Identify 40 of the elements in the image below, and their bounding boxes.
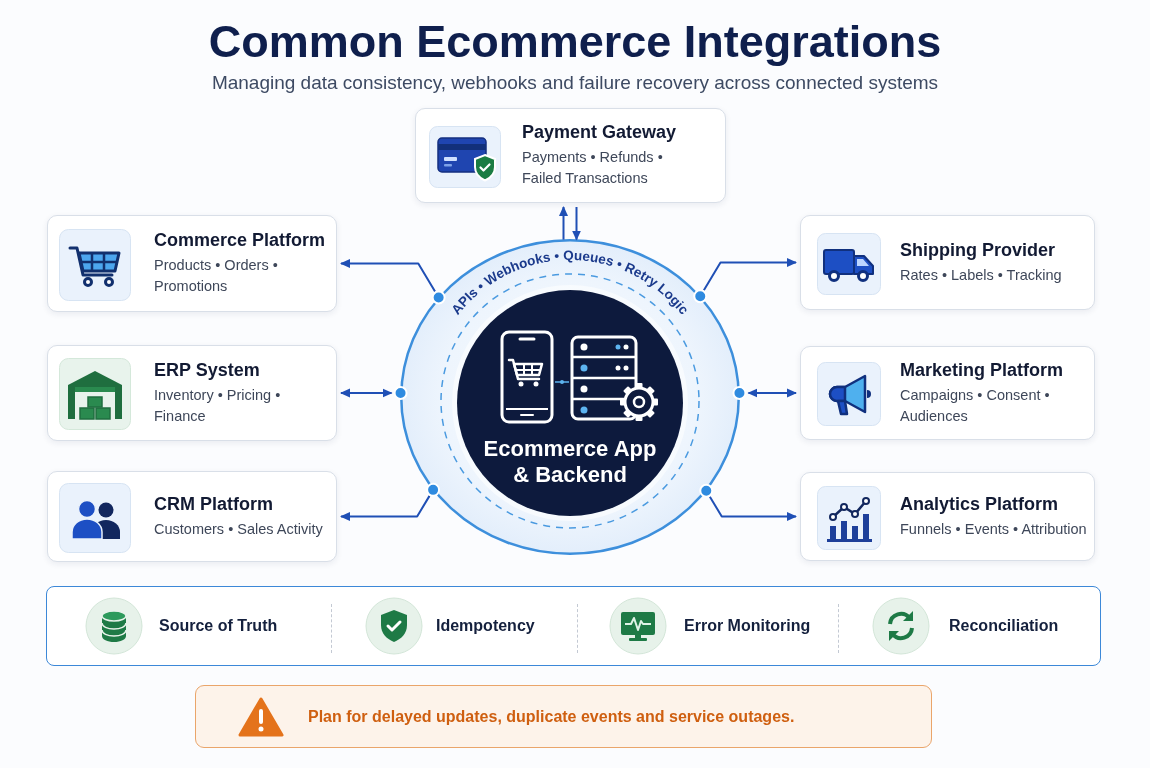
warning-banner [195, 685, 932, 748]
practices-band [46, 586, 1101, 666]
card-title: Shipping Provider [900, 238, 1055, 261]
card-title: ERP System [154, 358, 260, 381]
practice-label: Error Monitoring [684, 617, 811, 635]
card-description: Inventory • Pricing • Finance [154, 385, 282, 426]
connector-arrow [559, 206, 568, 241]
practice-label: Reconciliation [949, 617, 1059, 635]
integration-card [800, 346, 1095, 440]
connector-arrow [340, 259, 437, 293]
card-description: Payments • Refunds • Failed Transactions [522, 148, 664, 188]
card-title: Marketing Platform [900, 358, 1064, 381]
integration-card [415, 108, 726, 203]
page-title: Common Ecommerce Integrations [208, 15, 942, 69]
integration-card [47, 471, 337, 562]
card-title: CRM Platform [154, 492, 273, 515]
integration-card [800, 215, 1095, 310]
connector-arrow [340, 388, 393, 398]
warning-text: Plan for delayed updates, duplicate events and service outages. [308, 707, 795, 726]
card-description: Customers • Sales Activity [154, 519, 323, 539]
card-description: Funnels • Events • Attribution [900, 519, 1087, 539]
practice-label: Idempotency [436, 617, 535, 635]
connector-arrow [340, 494, 431, 521]
practice-label: Source of Truth [159, 617, 278, 635]
connector-arrow [708, 495, 797, 521]
page-subtitle: Managing data consistency, webhooks and failure recovery across connected systems [211, 71, 939, 94]
integration-card [47, 345, 337, 441]
integration-ring [400, 239, 740, 555]
card-title: Payment Gateway [522, 121, 677, 143]
integration-card [800, 472, 1095, 561]
card-description: Products • Orders • Promotions [154, 256, 279, 296]
card-description: Campaigns • Consent • Audiences [900, 385, 1051, 426]
card-description: Rates • Labels • Tracking [900, 265, 1062, 285]
integration-card [47, 215, 337, 312]
hub-label: Ecommerce App & Backend [482, 436, 658, 488]
card-title: Commerce Platform [154, 229, 326, 251]
connector-arrow [747, 388, 797, 398]
card-title: Analytics Platform [900, 492, 1059, 515]
connector-arrow [572, 206, 581, 241]
connector-arrow [702, 258, 797, 292]
